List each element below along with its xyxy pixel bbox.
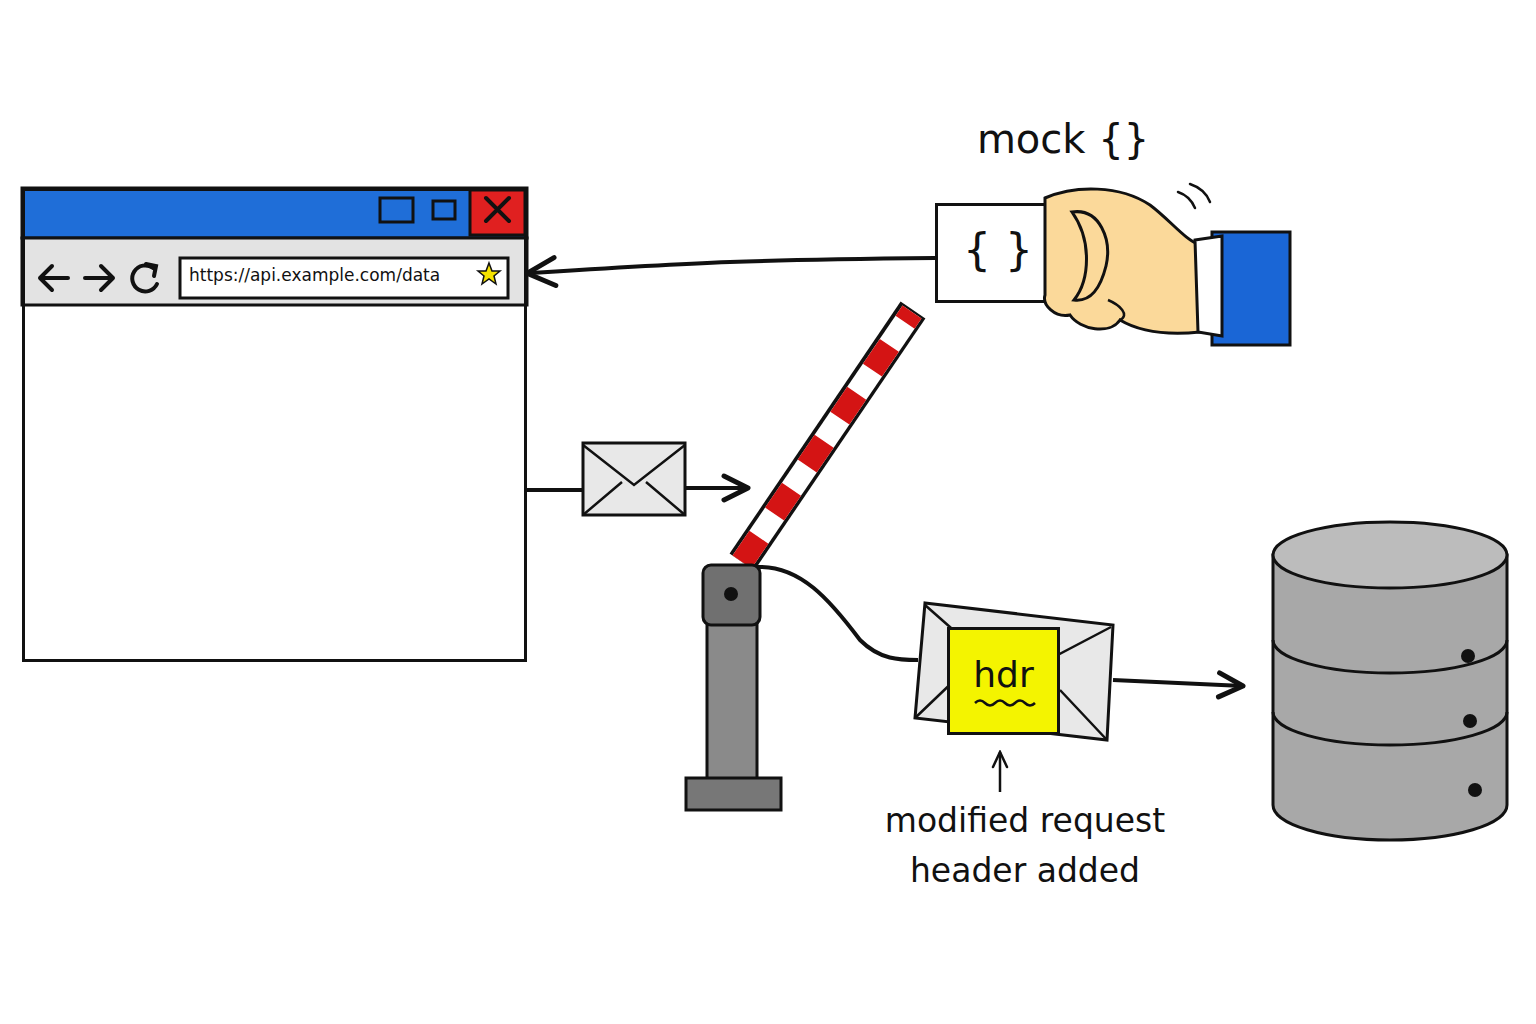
flow-arrow xyxy=(527,258,935,273)
mock-response-card: mock {}{ } xyxy=(935,203,1075,303)
reload-icon xyxy=(132,265,157,291)
forward-arrow xyxy=(85,266,113,290)
modified-envelope xyxy=(915,603,1243,740)
browser-window xyxy=(22,188,527,662)
address-bar xyxy=(180,258,508,298)
header-label: hdr xyxy=(950,654,1057,695)
annotation-note: modified request header added xyxy=(850,796,1200,896)
back-arrow xyxy=(40,266,68,290)
json-braces: { } xyxy=(948,224,1048,275)
mock-label: mock {} xyxy=(953,116,1173,162)
request-envelope xyxy=(527,443,748,515)
url-text: https://api.example.com/data xyxy=(189,265,489,285)
wavy-underline xyxy=(975,701,1035,706)
header-sticky-note: hdr xyxy=(947,627,1060,735)
minimize-button xyxy=(433,201,455,219)
hand-illustration xyxy=(1045,184,1290,345)
leader-arrow xyxy=(999,752,1002,792)
browser-toolbar xyxy=(22,238,527,305)
maximize-button xyxy=(380,198,413,222)
database-cylinder xyxy=(1273,522,1507,840)
browser-window: https://api.example.com/data xyxy=(22,188,527,662)
barrier-gate xyxy=(686,310,918,810)
bookmark-star xyxy=(478,263,500,284)
close-button xyxy=(470,190,525,235)
